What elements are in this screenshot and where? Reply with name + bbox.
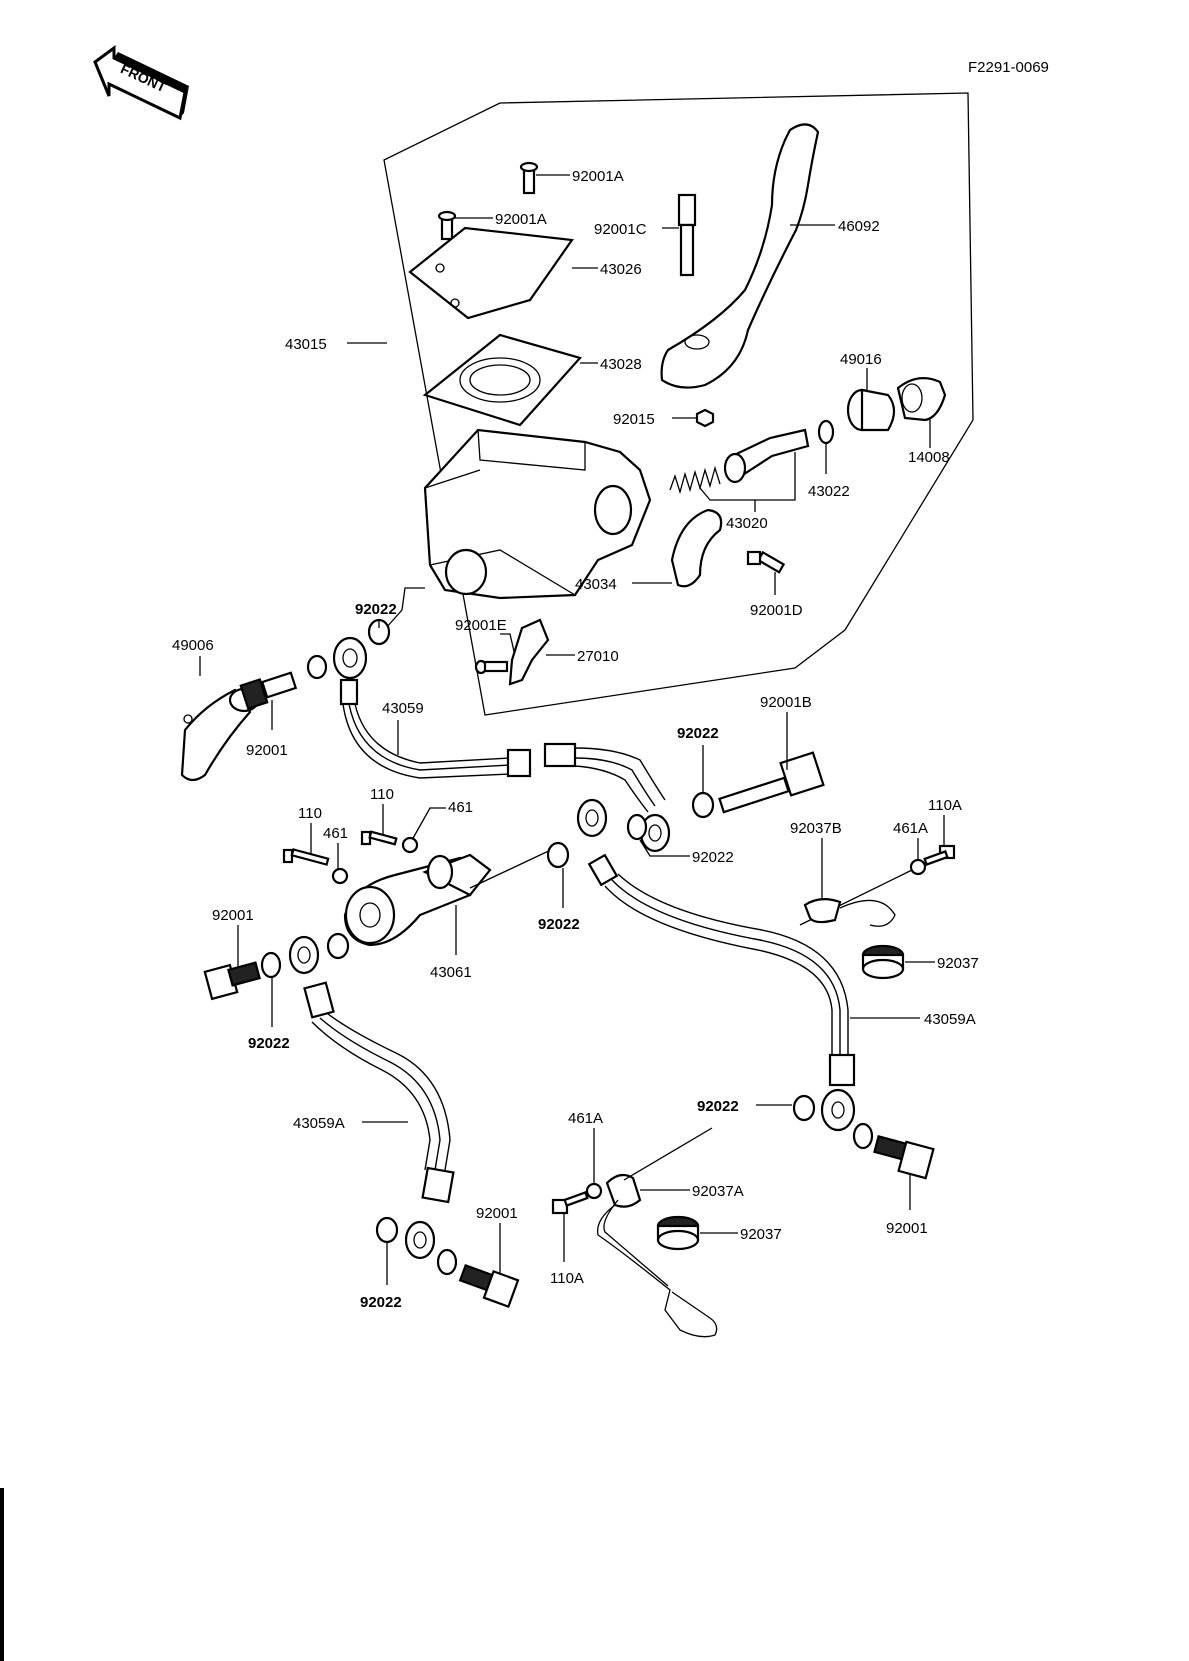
hose-43059A-left-icon — [288, 932, 455, 1260]
bolt-92001D-icon — [746, 550, 786, 574]
label-92001D: 92001D — [750, 602, 803, 619]
washer-92022-g-icon — [375, 1216, 399, 1244]
label-92037-a: 92037 — [937, 955, 979, 972]
hose-43059-icon — [332, 636, 671, 853]
label-92037A: 92037A — [692, 1183, 744, 1200]
label-461A-b: 461A — [568, 1110, 603, 1127]
label-92022-g: 92022 — [360, 1294, 402, 1311]
front-arrow-icon: FRONT — [93, 45, 189, 121]
label-92001A: 92001A — [495, 211, 547, 228]
reservoir-cap-43026-icon — [408, 226, 574, 320]
washer-461A-b-icon — [585, 1182, 603, 1200]
label-43034: 43034 — [575, 576, 617, 593]
label-49016: 49016 — [840, 351, 882, 368]
label-110A-b: 110A — [550, 1270, 584, 1287]
label-14008: 14008 — [908, 449, 950, 466]
label-92001-b: 92001 — [212, 907, 254, 924]
clip-92037A-icon — [596, 1173, 718, 1338]
label-92022-a: 92022 — [355, 601, 397, 618]
label-27010: 27010 — [577, 648, 619, 665]
label-461-a: 461 — [448, 799, 473, 816]
diaphragm-43028-icon — [422, 333, 582, 427]
label-43059: 43059 — [382, 700, 424, 717]
label-46092: 46092 — [838, 218, 880, 235]
label-43059A-b: 43059A — [293, 1115, 345, 1132]
label-92022-c: 92022 — [692, 849, 734, 866]
bolt-92001B-icon — [718, 751, 825, 814]
label-110A-a: 110A — [928, 797, 962, 814]
label-43059A-a: 43059A — [924, 1011, 976, 1028]
label-92001C: 92001C — [594, 221, 647, 238]
switch-27010-icon — [508, 618, 550, 686]
bolt-110A-b-icon — [551, 1191, 589, 1215]
bolt-92001-c-icon — [873, 1135, 935, 1180]
label-43022: 43022 — [808, 483, 850, 500]
washer-43022-icon — [817, 419, 835, 445]
grommet-92037-b-icon — [656, 1215, 700, 1251]
label-43020: 43020 — [726, 515, 768, 532]
label-92001A-top: 92001A — [572, 168, 624, 185]
label-92022-d: 92022 — [538, 916, 580, 933]
label-92001-a: 92001 — [246, 742, 288, 759]
screw-92001A-top-icon — [519, 161, 539, 195]
clip-92037B-icon — [803, 898, 896, 927]
label-461A-a: 461A — [893, 820, 928, 837]
label-49006: 49006 — [172, 637, 214, 654]
washer-92022-f-icon — [792, 1094, 816, 1122]
label-92001B: 92001B — [760, 694, 812, 711]
bolt-92001C-icon — [677, 193, 697, 277]
label-43015: 43015 — [285, 336, 327, 353]
screw-92001E-icon — [474, 659, 509, 675]
bolt-110A-a-icon — [923, 844, 956, 866]
nut-92015-icon — [695, 408, 715, 428]
washer-92022-b-icon — [691, 791, 715, 819]
piston-43020-icon — [723, 428, 810, 484]
washer-461A-a-icon — [909, 858, 927, 876]
washer-upper-icon — [306, 654, 328, 680]
label-92015: 92015 — [613, 411, 655, 428]
label-43026: 43026 — [600, 261, 642, 278]
grommet-92037-a-icon — [861, 944, 905, 980]
washer-lower-right-icon — [852, 1122, 874, 1150]
slave-cylinder-43061-icon — [343, 853, 492, 947]
label-43061: 43061 — [430, 964, 472, 981]
label-92001-d: 92001 — [476, 1205, 518, 1222]
hose-43059A-right-icon — [576, 798, 856, 1132]
label-92022-e: 92022 — [248, 1035, 290, 1052]
diagram-id: F2291-0069 — [968, 59, 1049, 76]
bolt-92001-d-icon — [458, 1263, 520, 1309]
label-110-b: 110 — [298, 805, 322, 822]
bolt-110-b-icon — [282, 848, 330, 866]
label-92001E: 92001E — [455, 617, 507, 634]
lever-46092-icon — [660, 123, 820, 389]
spring-43020-icon — [669, 465, 721, 495]
label-43028: 43028 — [600, 356, 642, 373]
washer-lower-left-icon — [436, 1248, 458, 1276]
assembly-boundary — [383, 92, 974, 716]
washer-92022-d-icon — [546, 841, 570, 869]
label-92022-f: 92022 — [697, 1098, 739, 1115]
washer-461-b-icon — [331, 867, 349, 885]
washer-461-a-icon — [401, 836, 419, 854]
bolt-110-a-icon — [360, 830, 398, 846]
boot-49016-icon — [846, 388, 896, 432]
bolt-92001-b-icon — [203, 961, 261, 1001]
clamp-43034-icon — [670, 508, 723, 588]
label-92037-b: 92037 — [740, 1226, 782, 1243]
label-110-a: 110 — [370, 786, 394, 803]
label-461-b: 461 — [323, 825, 348, 842]
label-92001-c: 92001 — [886, 1220, 928, 1237]
label-92037B: 92037B — [790, 820, 842, 837]
bolt-92001-a-icon — [239, 671, 298, 710]
label-92022-b: 92022 — [677, 725, 719, 742]
screw-92001A-icon — [437, 210, 457, 241]
washer-92022-e-icon — [260, 951, 282, 979]
master-cylinder-body-icon — [423, 428, 652, 600]
sleeve-14008-icon — [896, 377, 947, 422]
washer-92022-c-icon — [626, 813, 648, 841]
